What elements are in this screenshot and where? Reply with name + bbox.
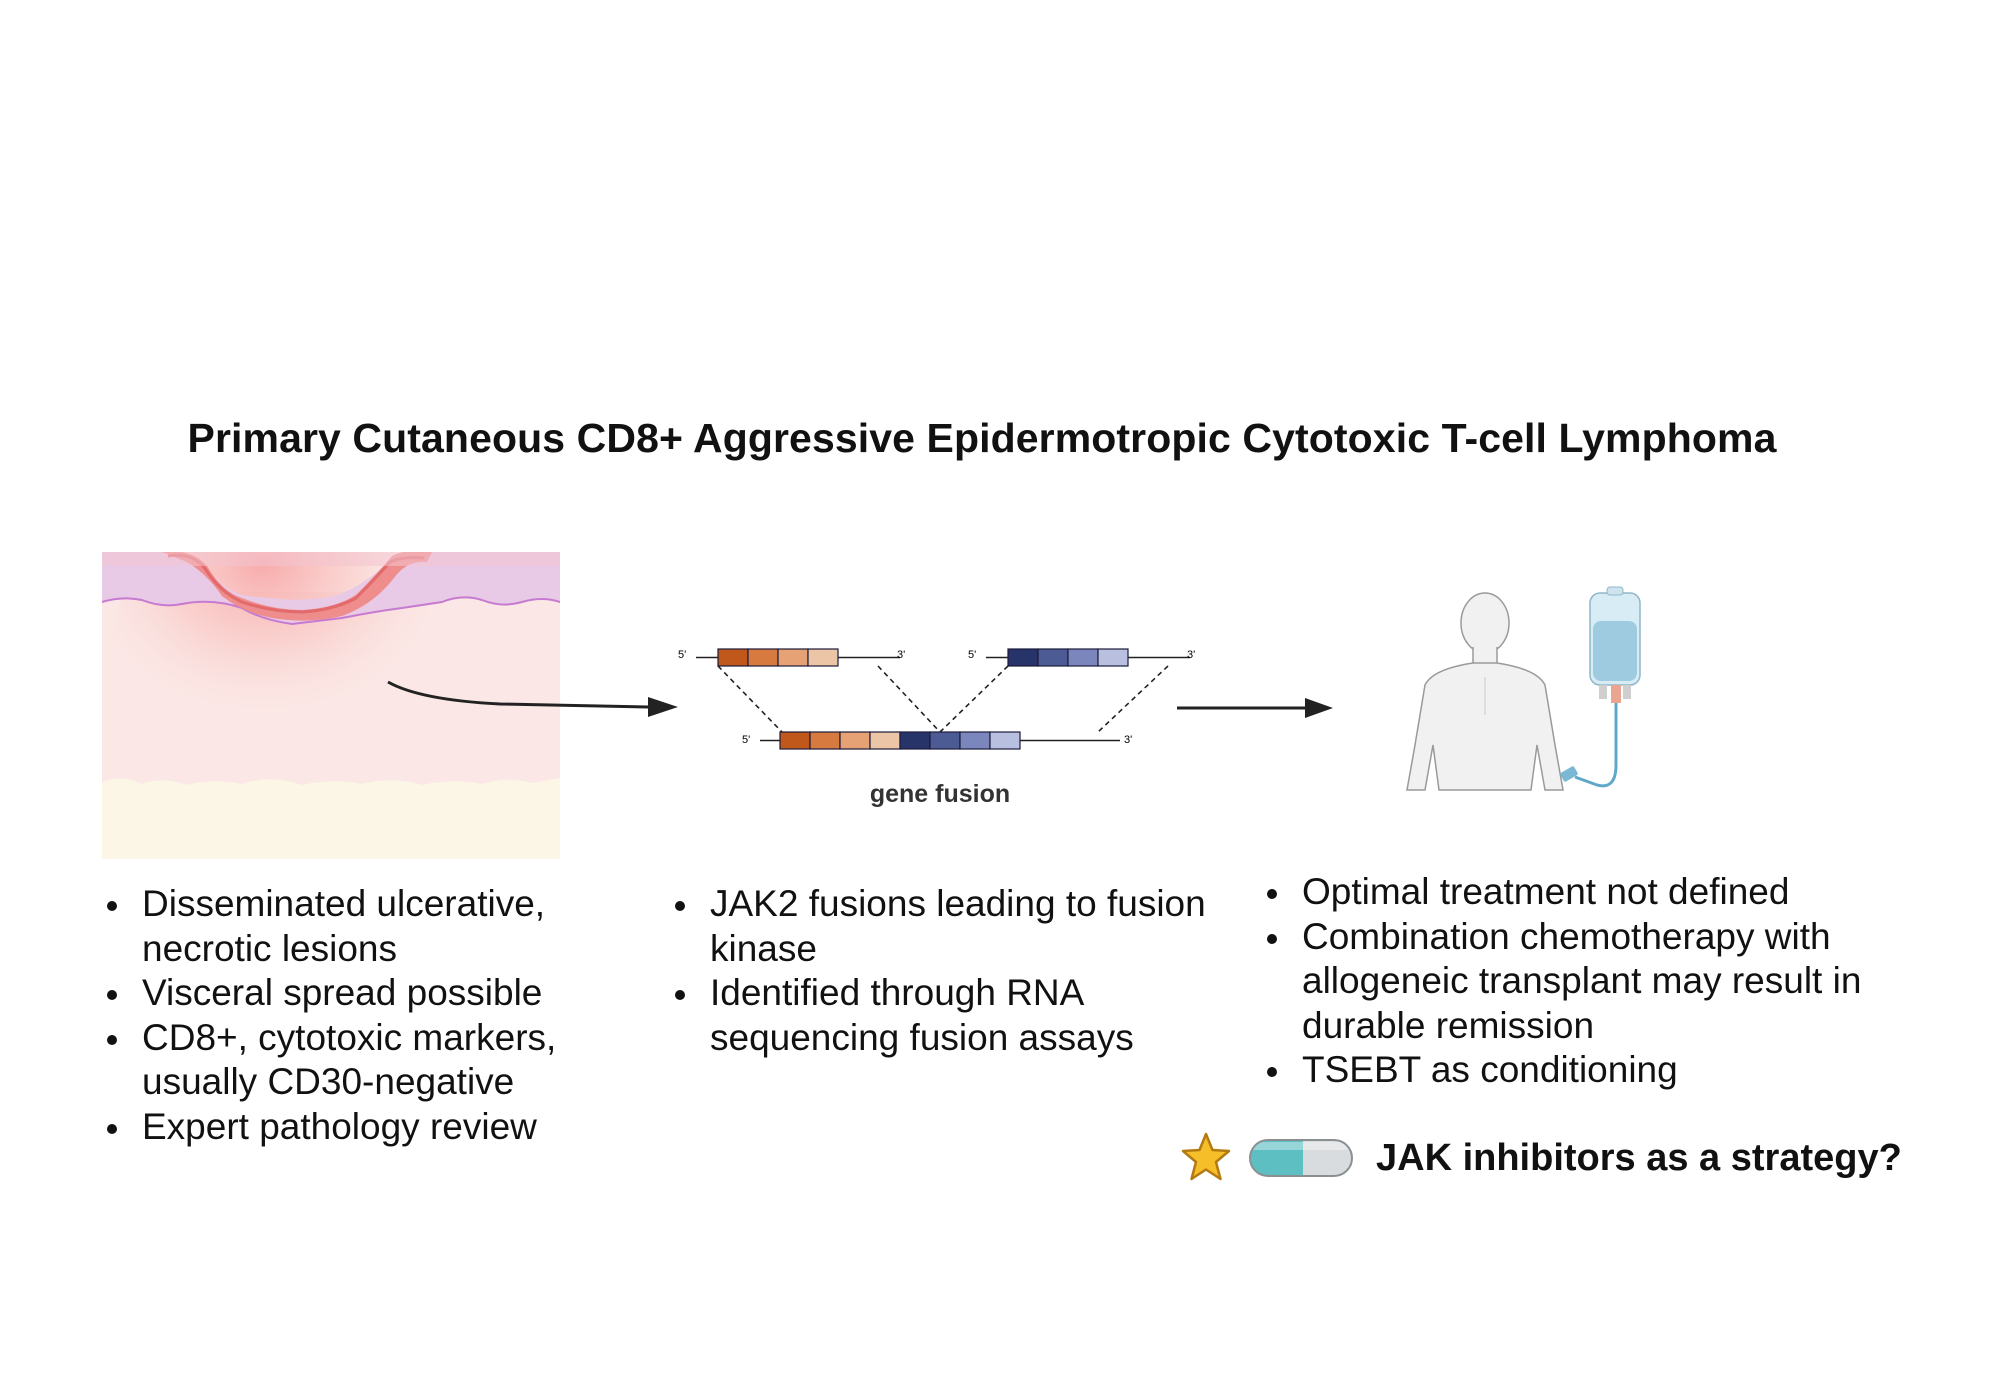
bullet-item: JAK2 fusions leading to fusion kinase [675,882,1270,971]
gene-b-exon-3 [1067,648,1099,667]
gene-a-exon-3 [777,648,809,667]
gene-b-five-prime: 5' [968,649,976,661]
bullet-item: TSEBT as conditioning [1267,1048,1922,1093]
bullet-item: Disseminated ulcerative, necrotic lesion… [107,882,662,971]
fused-gene-a-exon-1 [779,731,811,750]
bullet-item: CD8+, cytotoxic markers, usually CD30-ne… [107,1016,662,1105]
clinical-features-list: Disseminated ulcerative, necrotic lesion… [100,882,662,1149]
fused-gene-b-exon-3 [959,731,991,750]
fused-gene-a-exon-2 [809,731,841,750]
star-icon [1181,1132,1231,1181]
gene-a-exon-1 [717,648,749,667]
fused-gene-b-exon-2 [929,731,961,750]
arrow-fusion-to-treatment [1177,698,1333,718]
patient-iv-illustration [1406,586,1641,791]
strategy-text: JAK inhibitors as a strategy? [1376,1136,1902,1179]
fused-gene-b-exon-1 [899,731,931,750]
bullet-item: Expert pathology review [107,1105,662,1150]
gene-a-exon-4 [807,648,839,667]
gene-a-five-prime: 5' [678,649,686,661]
gene-b-exon-1 [1007,648,1039,667]
fused-gene-a-exon-3 [839,731,871,750]
patient-head-icon [1460,592,1510,654]
gene-b-exon-4 [1097,648,1129,667]
skin-lesion-illustration [102,552,560,859]
fused-five-prime: 5' [742,734,750,746]
bullet-item: Visceral spread possible [107,971,662,1016]
iv-tube-icon [1574,703,1618,788]
gene-b-three-prime: 3' [1187,649,1195,661]
gene-a-exon-2 [747,648,779,667]
bullet-item: Optimal treatment not defined [1267,870,1922,915]
bullet-item: Identified through RNA sequencing fusion… [675,971,1270,1060]
strategy-row: JAK inhibitors as a strategy? [1178,1128,1902,1188]
gene-b-exon-2 [1037,648,1069,667]
fused-gene-b-exon-4 [989,731,1021,750]
capsule-icon [1249,1139,1353,1177]
gene-a-three-prime: 3' [897,649,905,661]
arrow-skin-to-fusion [387,680,678,717]
bullet-item: Combination chemotherapy with allogeneic… [1267,915,1922,1049]
gene-fusion-caption: gene fusion [869,780,1011,808]
fused-three-prime: 3' [1124,734,1132,746]
gene-fusion-diagram: 5' 3' 5' 3' 5' 3' [678,648,1195,750]
figure-title: Primary Cutaneous CD8+ Aggressive Epider… [187,415,1777,461]
fused-gene-a-exon-4 [869,731,901,750]
